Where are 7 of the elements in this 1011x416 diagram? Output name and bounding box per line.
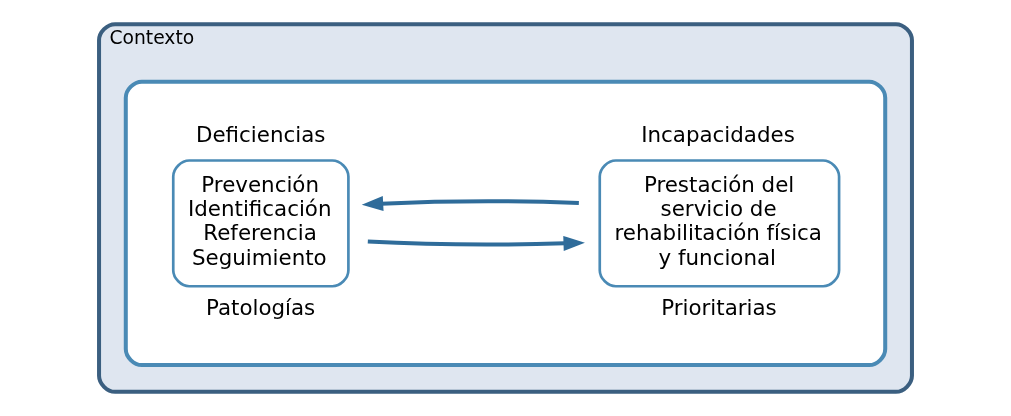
node-label: Patologías [206,295,316,321]
node-label: Deficiencias [195,121,326,147]
arrow [367,235,585,251]
node-label: Incapacidades [641,121,795,147]
arrow [361,196,579,212]
cluster [123,79,888,368]
node-label: Prioritarias [661,295,777,321]
